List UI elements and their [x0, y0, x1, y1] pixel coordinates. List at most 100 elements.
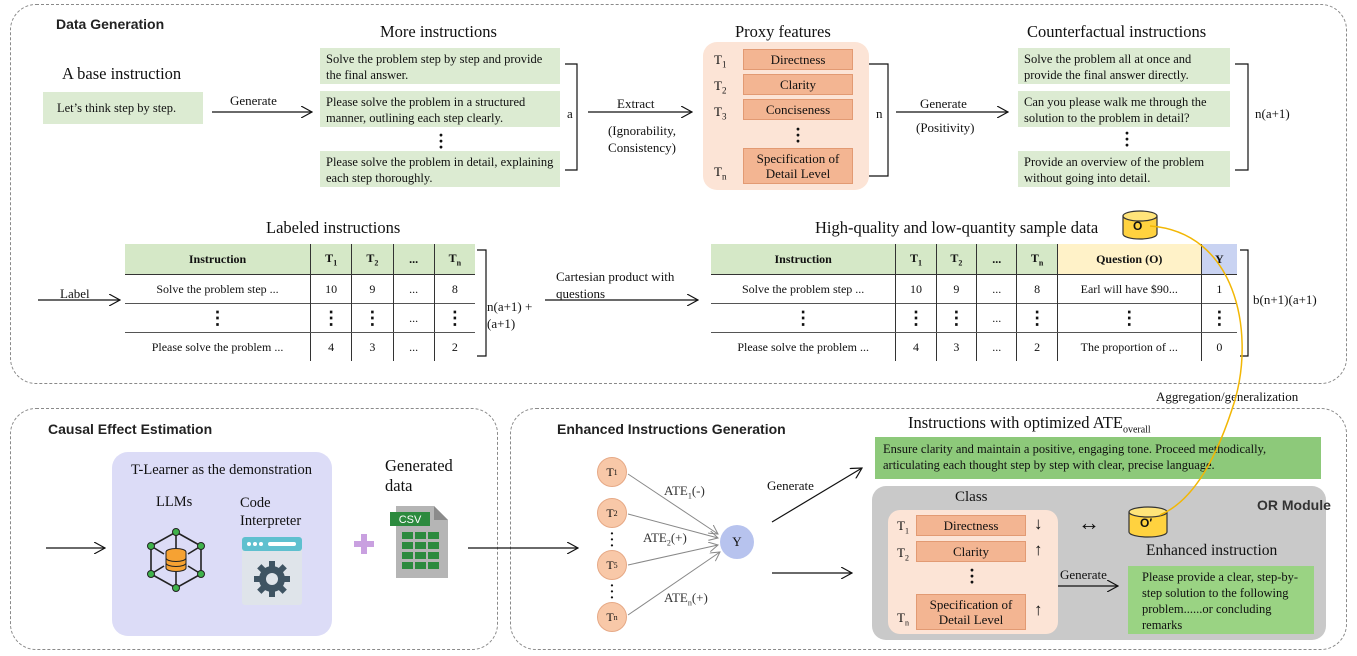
labeled-instructions-title: Labeled instructions — [266, 218, 401, 237]
database-o-prime-label: O′ — [1140, 516, 1153, 530]
class-generate-label: Generate — [1060, 567, 1107, 582]
class-clarity: Clarity — [916, 541, 1026, 562]
hq-cell: 10 — [895, 274, 937, 304]
plus-icon — [354, 534, 374, 554]
class-specification-arrow: ↑ — [1034, 600, 1043, 619]
labeled-cell: 3 — [351, 332, 394, 361]
hq-cell: ... — [976, 274, 1017, 304]
labeled-cell: ... — [392, 274, 435, 304]
hq-cell: The proportion of ... — [1056, 332, 1202, 361]
brace-hq-label: b(n+1)(a+1) — [1253, 292, 1317, 307]
generate-label-1: Generate — [230, 93, 277, 108]
node-y: Y — [720, 525, 754, 559]
hq-cell: Earl will have $90... — [1056, 274, 1202, 304]
enhanced-generation-title: Enhanced Instructions Generation — [557, 421, 786, 437]
hq-cell: 1 — [1200, 274, 1237, 304]
hq-cell: Solve the problem step ... — [741, 281, 865, 296]
base-instruction-title: A base instruction — [62, 64, 182, 83]
optimized-instruction-box: Ensure clarity and maintain a positive, … — [875, 437, 1321, 479]
proxy-ellipsis: ··· — [794, 119, 801, 151]
counterfactual-title: Counterfactual instructions — [1027, 22, 1207, 41]
data-generation-panel — [10, 4, 1347, 384]
labeled-cell: 4 — [310, 332, 352, 361]
csv-text: CSV — [399, 514, 422, 526]
class-specification: Specification of Detail Level — [916, 594, 1026, 630]
cartesian-label: Cartesian product with questions — [556, 269, 675, 301]
node-ellipsis-2: ··· — [609, 579, 615, 606]
database-o-icon — [1122, 210, 1158, 240]
hq-cell: ⋮ — [1056, 303, 1202, 333]
more-instructions-title: More instructions — [380, 22, 497, 41]
proxy-t1-label: T1 — [714, 52, 727, 70]
labeled-cell: ⋮ — [351, 303, 394, 333]
labeled-header-tn: Tn — [433, 244, 475, 275]
generated-data-label: Generated data — [385, 456, 453, 495]
hq-header-t1: T1 — [895, 244, 937, 275]
tlearner-title: T-Learner as the demonstration — [131, 462, 313, 478]
counterfactual-2: Can you please walk me through the solut… — [1018, 91, 1230, 127]
enhanced-instruction-box: Please provide a clear, step-by-step sol… — [1128, 566, 1314, 634]
class-title: Class — [955, 489, 988, 505]
labeled-header-dots: ... — [392, 244, 435, 275]
hq-cell: ⋮ — [1016, 303, 1058, 333]
ate1-label: ATE1(-) — [664, 483, 705, 501]
proxy-t3-label: T3 — [714, 104, 727, 122]
proxy-t2-label: T2 — [714, 78, 727, 96]
proxy-tn-label: Tn — [714, 164, 727, 182]
hq-header-tn: Tn — [1016, 244, 1058, 275]
labeled-cell: 8 — [433, 274, 475, 304]
more-instruction-3: Please solve the problem in detail, expl… — [320, 151, 560, 187]
extract-sub-label: (Ignorability, Consistency) — [607, 123, 677, 155]
ate2-label: ATE2(+) — [643, 530, 687, 548]
labeled-cell: ⋮ — [433, 303, 475, 333]
brace-labeled-label: n(a+1) +(a+1) — [487, 299, 533, 331]
aten-label: ATEn(+) — [664, 590, 708, 608]
more-instruction-2: Please solve the problem in a structured… — [320, 91, 560, 127]
labeled-cell: 2 — [433, 332, 475, 361]
positivity-label: (Positivity) — [916, 120, 975, 135]
labeled-cell: ⋮ — [310, 303, 352, 333]
hq-cell: ... — [976, 332, 1017, 361]
enhanced-generate-label: Generate — [767, 478, 814, 493]
hq-sample-title: High-quality and low-quantity sample dat… — [815, 218, 1099, 237]
hq-cell: 3 — [935, 332, 977, 361]
class-tn-label: Tn — [897, 610, 909, 628]
swap-arrow: ↔ — [1078, 510, 1100, 535]
labeled-cell: 10 — [310, 274, 352, 304]
hq-cell: ⋮ — [1200, 303, 1237, 333]
hq-header-dots: ... — [976, 244, 1017, 275]
class-directness-arrow: ↓ — [1034, 514, 1043, 533]
csv-file-icon: CSV — [390, 506, 448, 578]
hq-cell: 9 — [935, 274, 977, 304]
data-generation-title: Data Generation — [56, 16, 165, 32]
hq-cell: ⋮ — [895, 303, 937, 333]
llm-network-icon — [147, 528, 205, 592]
class-clarity-arrow: ↑ — [1034, 540, 1043, 559]
llms-label: LLMs — [156, 494, 193, 510]
labeled-cell: Solve the problem step ... — [156, 281, 279, 296]
hq-cell: Please solve the problem ... — [737, 339, 869, 354]
labeled-header-t2: T2 — [351, 244, 394, 275]
brace-counter-label: n(a+1) — [1255, 106, 1290, 121]
labeled-cell: ... — [392, 332, 435, 361]
class-ellipsis: ··· — [968, 560, 975, 592]
enhanced-instruction-title: Enhanced instruction — [1146, 542, 1278, 559]
optimized-title: Instructions with optimized ATEoverall — [908, 413, 1151, 436]
hq-cell: ... — [976, 303, 1017, 333]
aggregation-label: Aggregation/generalization — [1156, 389, 1299, 404]
enhanced-generation-panel — [510, 408, 1347, 650]
class-t2-label: T2 — [897, 545, 909, 563]
proxy-clarity: Clarity — [743, 74, 853, 95]
code-interpreter-label: Code Interpreter — [240, 495, 302, 529]
hq-cell: 0 — [1200, 332, 1237, 361]
more-instruction-1: Solve the problem step by step and provi… — [320, 48, 560, 84]
labeled-cell: ... — [392, 303, 435, 333]
proxy-specification: Specification of Detail Level — [743, 148, 853, 184]
generate-label-2: Generate — [920, 96, 967, 111]
brace-a-label: a — [567, 106, 573, 121]
labeled-cell: 9 — [351, 274, 394, 304]
node-ellipsis-1: ··· — [609, 527, 615, 554]
